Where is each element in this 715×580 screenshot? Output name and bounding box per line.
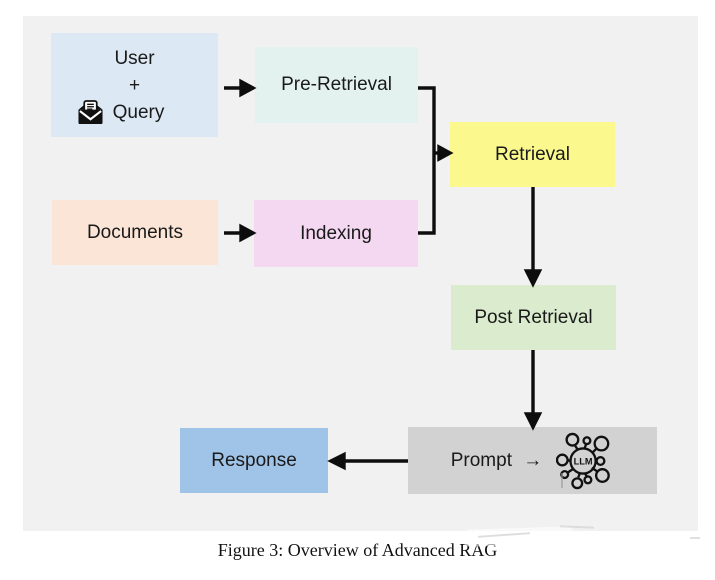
node-user-query: User + Query	[51, 33, 218, 137]
llm-icon-label: LLM	[574, 456, 593, 466]
node-documents: Documents	[52, 200, 218, 265]
pre-retrieval-label: Pre-Retrieval	[281, 74, 392, 95]
node-response: Response	[180, 428, 328, 493]
figure-caption: Figure 3: Overview of Advanced RAG	[217, 540, 498, 560]
user-query-line3: Query	[77, 99, 165, 126]
documents-label: Documents	[86, 221, 184, 243]
user-query-line1: User	[114, 47, 155, 69]
post-retrieval-label: Post Retrieval	[474, 306, 593, 328]
node-pre-retrieval: Pre-Retrieval	[255, 47, 418, 123]
response-label: Response	[211, 449, 297, 471]
node-indexing: Indexing	[254, 200, 418, 267]
user-query-line2: +	[128, 74, 141, 96]
envelope-icon	[77, 99, 104, 125]
node-post-retrieval: Post Retrieval	[451, 285, 616, 350]
text-cursor-artifact	[561, 473, 563, 488]
indexing-label: Indexing	[300, 222, 372, 244]
node-retrieval: Retrieval	[450, 122, 615, 187]
user-query-label: Query	[112, 101, 165, 123]
render-artifact	[690, 537, 700, 539]
node-prompt: Prompt →	[408, 427, 657, 494]
prompt-label: Prompt →	[450, 449, 543, 471]
retrieval-label: Retrieval	[495, 143, 570, 165]
llm-network-icon: LLM	[556, 432, 614, 490]
